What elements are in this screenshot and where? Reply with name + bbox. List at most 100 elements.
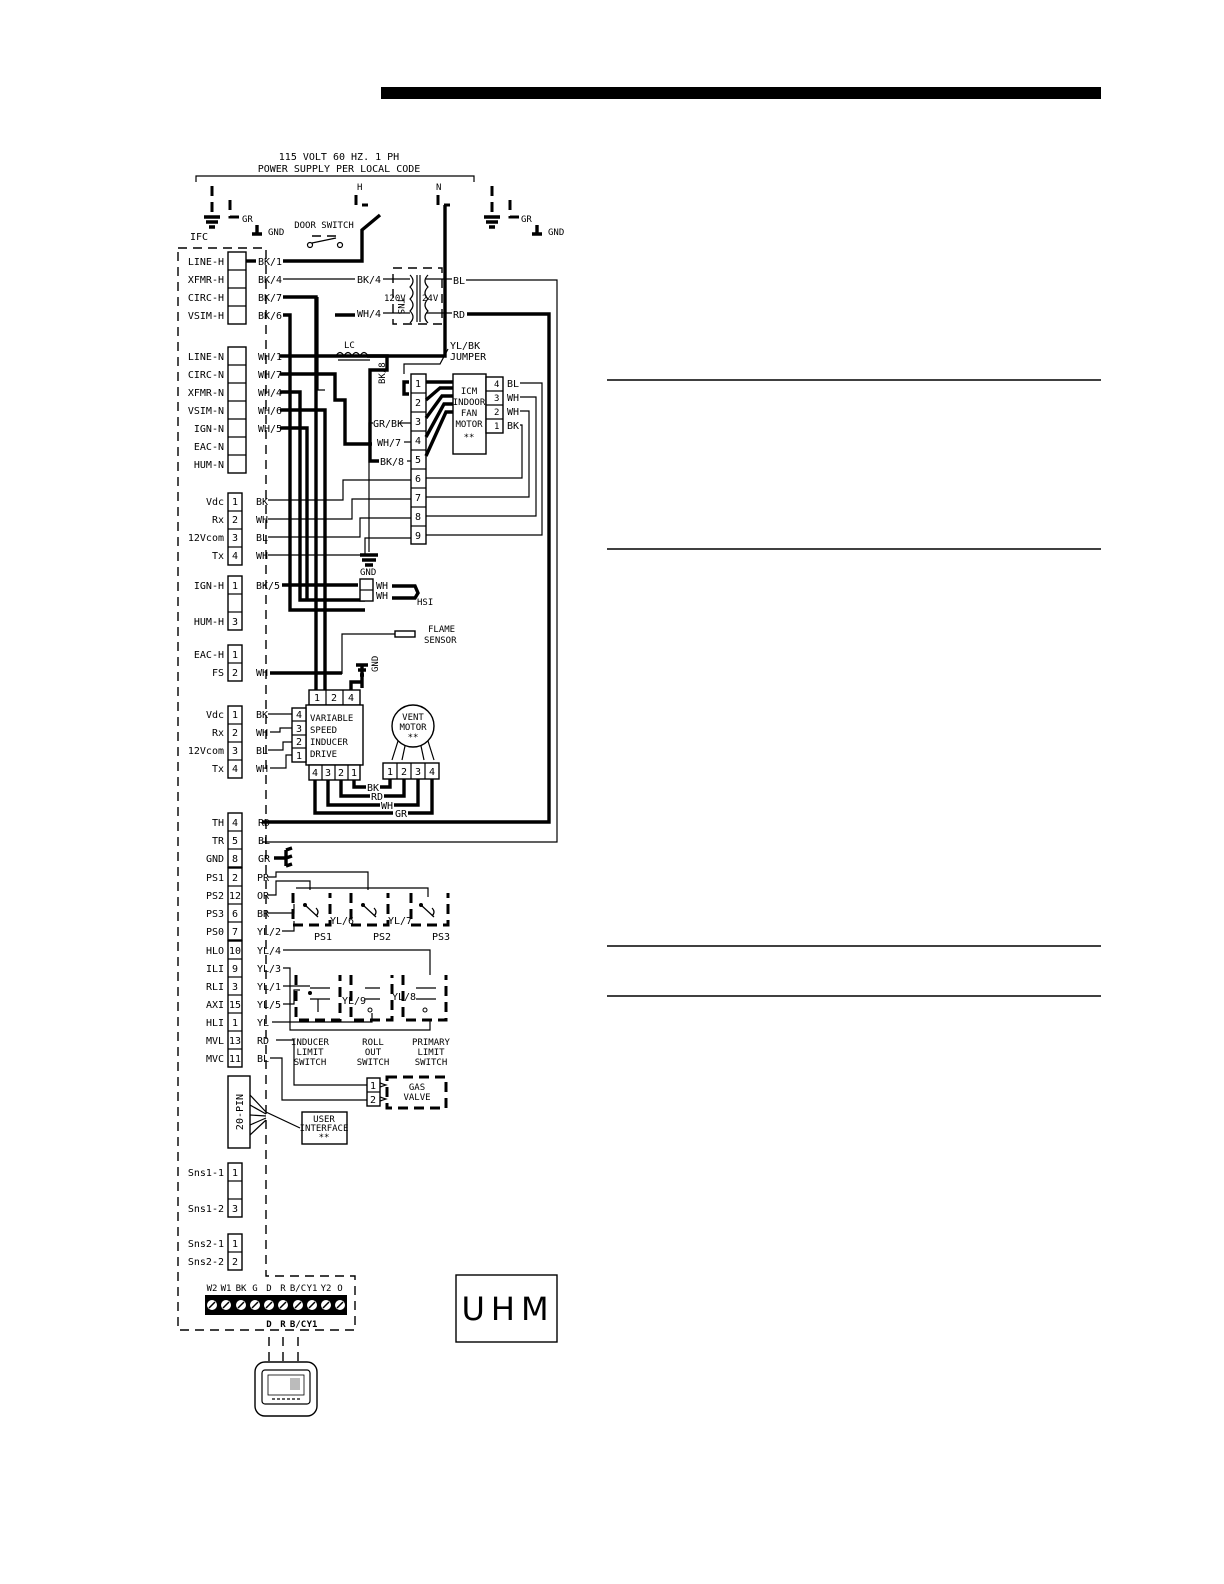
gas-valve-line-2: VALVE bbox=[403, 1093, 430, 1103]
comm2-pin-3: 3 bbox=[232, 746, 238, 757]
comm2-rx: Rx bbox=[212, 728, 224, 739]
vent-motor-mark: ** bbox=[408, 733, 419, 743]
ifc-boundary bbox=[177, 247, 356, 1331]
tstat-wire-bc: B/C bbox=[290, 1320, 306, 1330]
primary-limit-line-1: PRIMARY bbox=[412, 1038, 451, 1048]
rollout-switch-label: ROLL OUT SWITCH bbox=[357, 1038, 390, 1068]
comm1-rx: Rx bbox=[212, 515, 224, 526]
comm2-pin-1: 1 bbox=[232, 710, 238, 721]
tstat-term-w2: W2 bbox=[207, 1284, 218, 1294]
wire-bk8-motor: BK/8 bbox=[380, 457, 404, 468]
inducer-side-pin-1: 1 bbox=[296, 751, 302, 762]
motor-pin-9: 9 bbox=[415, 531, 421, 542]
icm-wire-wh-2: WH bbox=[507, 407, 519, 418]
tstat-term-bc: B/C bbox=[290, 1284, 306, 1294]
motor-pin-8: 8 bbox=[415, 512, 421, 523]
terminal-eac-n: EAC-N bbox=[194, 442, 224, 453]
wire-bk4: BK/4 bbox=[258, 275, 282, 286]
wire-bk5: BK/5 bbox=[256, 581, 280, 592]
wire-yl3: YL/3 bbox=[257, 964, 281, 975]
mvc-pin: 11 bbox=[229, 1054, 241, 1065]
vent-wire-bk: BK bbox=[367, 783, 379, 794]
vent-wire-rd: RD bbox=[371, 792, 383, 803]
comm2-wire-bk: BK bbox=[256, 710, 268, 721]
comm2-wire-wh-tx: WH bbox=[256, 764, 268, 775]
yl-bk-jumper: YL/BK JUMPER bbox=[402, 341, 487, 396]
gas-valve: 1 2 GAS VALVE bbox=[366, 1075, 448, 1110]
ili-label: ILI bbox=[206, 964, 224, 975]
ground-left-gnd: GND bbox=[268, 228, 284, 238]
motor-pin-5: 5 bbox=[415, 455, 421, 466]
comm1-wire-bk: BK bbox=[256, 497, 268, 508]
lc-wire-label: BK/8 bbox=[378, 362, 388, 384]
comm1-pin-4: 4 bbox=[232, 551, 238, 562]
inducer-limit-line-2: LIMIT bbox=[296, 1048, 324, 1058]
wire-wh7-motor: WH/7 bbox=[377, 438, 401, 449]
ps3-pin: 6 bbox=[232, 909, 238, 920]
wire-bk6: BK/6 bbox=[258, 311, 282, 322]
thermostat-terminal-strip: W2 W1 BK G D R B/C Y1 Y2 O D R B/C Y1 bbox=[205, 1284, 347, 1330]
user-interface-mark: ** bbox=[319, 1133, 330, 1143]
tstat-wire-d: D bbox=[266, 1320, 272, 1330]
terminal-ign-n: IGN-N bbox=[194, 424, 224, 435]
flame-sensor: FLAME SENSOR bbox=[341, 625, 457, 674]
gas-valve-pin-2: 2 bbox=[370, 1095, 376, 1106]
motor-pin-3: 3 bbox=[415, 417, 421, 428]
pressure-switches: YL/6 YL/7 PS1 PS2 PS3 bbox=[291, 893, 450, 943]
terminal-xfmr-n: XFMR-N bbox=[188, 388, 224, 399]
tstat-term-bk: BK bbox=[236, 1284, 247, 1294]
motor-pin-2: 2 bbox=[415, 398, 421, 409]
terminal-line-h: LINE-H bbox=[188, 257, 224, 268]
comm-block-1: Vdc Rx 12Vcom Tx 1 2 3 4 BK WH BL WH bbox=[188, 492, 268, 566]
ground-right-gr: GR bbox=[521, 215, 532, 225]
wire-or: OR bbox=[257, 891, 270, 902]
inducer-limit-line-3: SWITCH bbox=[294, 1058, 327, 1068]
icm-fan-motor: ICM INDOOR FAN MOTOR ** 4 3 2 1 BL WH WH… bbox=[452, 373, 519, 455]
icm-wire-bk: BK bbox=[507, 421, 519, 432]
comm2-vdc: Vdc bbox=[206, 710, 224, 721]
transformer-out-bl: BL bbox=[453, 276, 465, 287]
ps2-label: PS2 bbox=[206, 891, 224, 902]
wire-yl8: YL/8 bbox=[392, 992, 416, 1003]
hlo-pin: 10 bbox=[229, 946, 241, 957]
vent-wire-wh: WH bbox=[381, 801, 393, 812]
wire-grbk: GR/BK bbox=[373, 419, 403, 430]
wire-rd-mvl: RD bbox=[257, 1036, 269, 1047]
ps0-label: PS0 bbox=[206, 927, 224, 938]
rollout-line-1: ROLL bbox=[362, 1038, 384, 1048]
inducer-line-3: INDUCER bbox=[310, 738, 349, 748]
comm1-pin-2: 2 bbox=[232, 515, 238, 526]
limit-switches: YL/9 YL/8 bbox=[294, 975, 448, 1022]
inducer-bottom-pin-3: 3 bbox=[325, 768, 331, 779]
ign-pin-1: 1 bbox=[232, 581, 238, 592]
sns1-2-pin: 3 bbox=[232, 1204, 238, 1215]
comm2-pin-2: 2 bbox=[232, 728, 238, 739]
vent-pin-4: 4 bbox=[429, 767, 435, 778]
inducer-bottom-pin-2: 2 bbox=[338, 768, 344, 779]
icm-line-2: INDOOR bbox=[453, 398, 486, 408]
icm-pin-2: 2 bbox=[494, 408, 499, 418]
motor-pin-1: 1 bbox=[415, 379, 421, 390]
wire-wh7: WH/7 bbox=[258, 370, 282, 381]
tstat-term-o: O bbox=[337, 1284, 342, 1294]
door-switch: DOOR SWITCH bbox=[294, 221, 354, 249]
transformer-input-bk: BK/4 bbox=[357, 275, 381, 286]
inducer-side-pin-4: 4 bbox=[296, 710, 302, 721]
mvl-label: MVL bbox=[206, 1036, 224, 1047]
inducer-line-4: DRIVE bbox=[310, 750, 337, 760]
tstat-term-w1: W1 bbox=[221, 1284, 232, 1294]
tstat-term-g: G bbox=[252, 1284, 257, 1294]
rli-label: RLI bbox=[206, 982, 224, 993]
motor-pin-4: 4 bbox=[415, 436, 421, 447]
ign-block: IGN-H HUM-H 1 3 BK/5 bbox=[194, 575, 280, 631]
comm2-pin-4: 4 bbox=[232, 764, 238, 775]
flame-sensor-line-2: SENSOR bbox=[424, 636, 457, 646]
eac-h-label: EAC-H bbox=[194, 650, 224, 661]
terminal-hum-n: HUM-N bbox=[194, 460, 224, 471]
power-supply: 115 VOLT 60 HZ. 1 PH POWER SUPPLY PER LO… bbox=[195, 152, 494, 215]
inducer-side-pin-2: 2 bbox=[296, 737, 302, 748]
comm2-wire-bl: BL bbox=[256, 746, 268, 757]
inducer-line-2: SPEED bbox=[310, 726, 337, 736]
gnd-pin: 8 bbox=[232, 854, 238, 865]
fs-label: FS bbox=[212, 668, 224, 679]
